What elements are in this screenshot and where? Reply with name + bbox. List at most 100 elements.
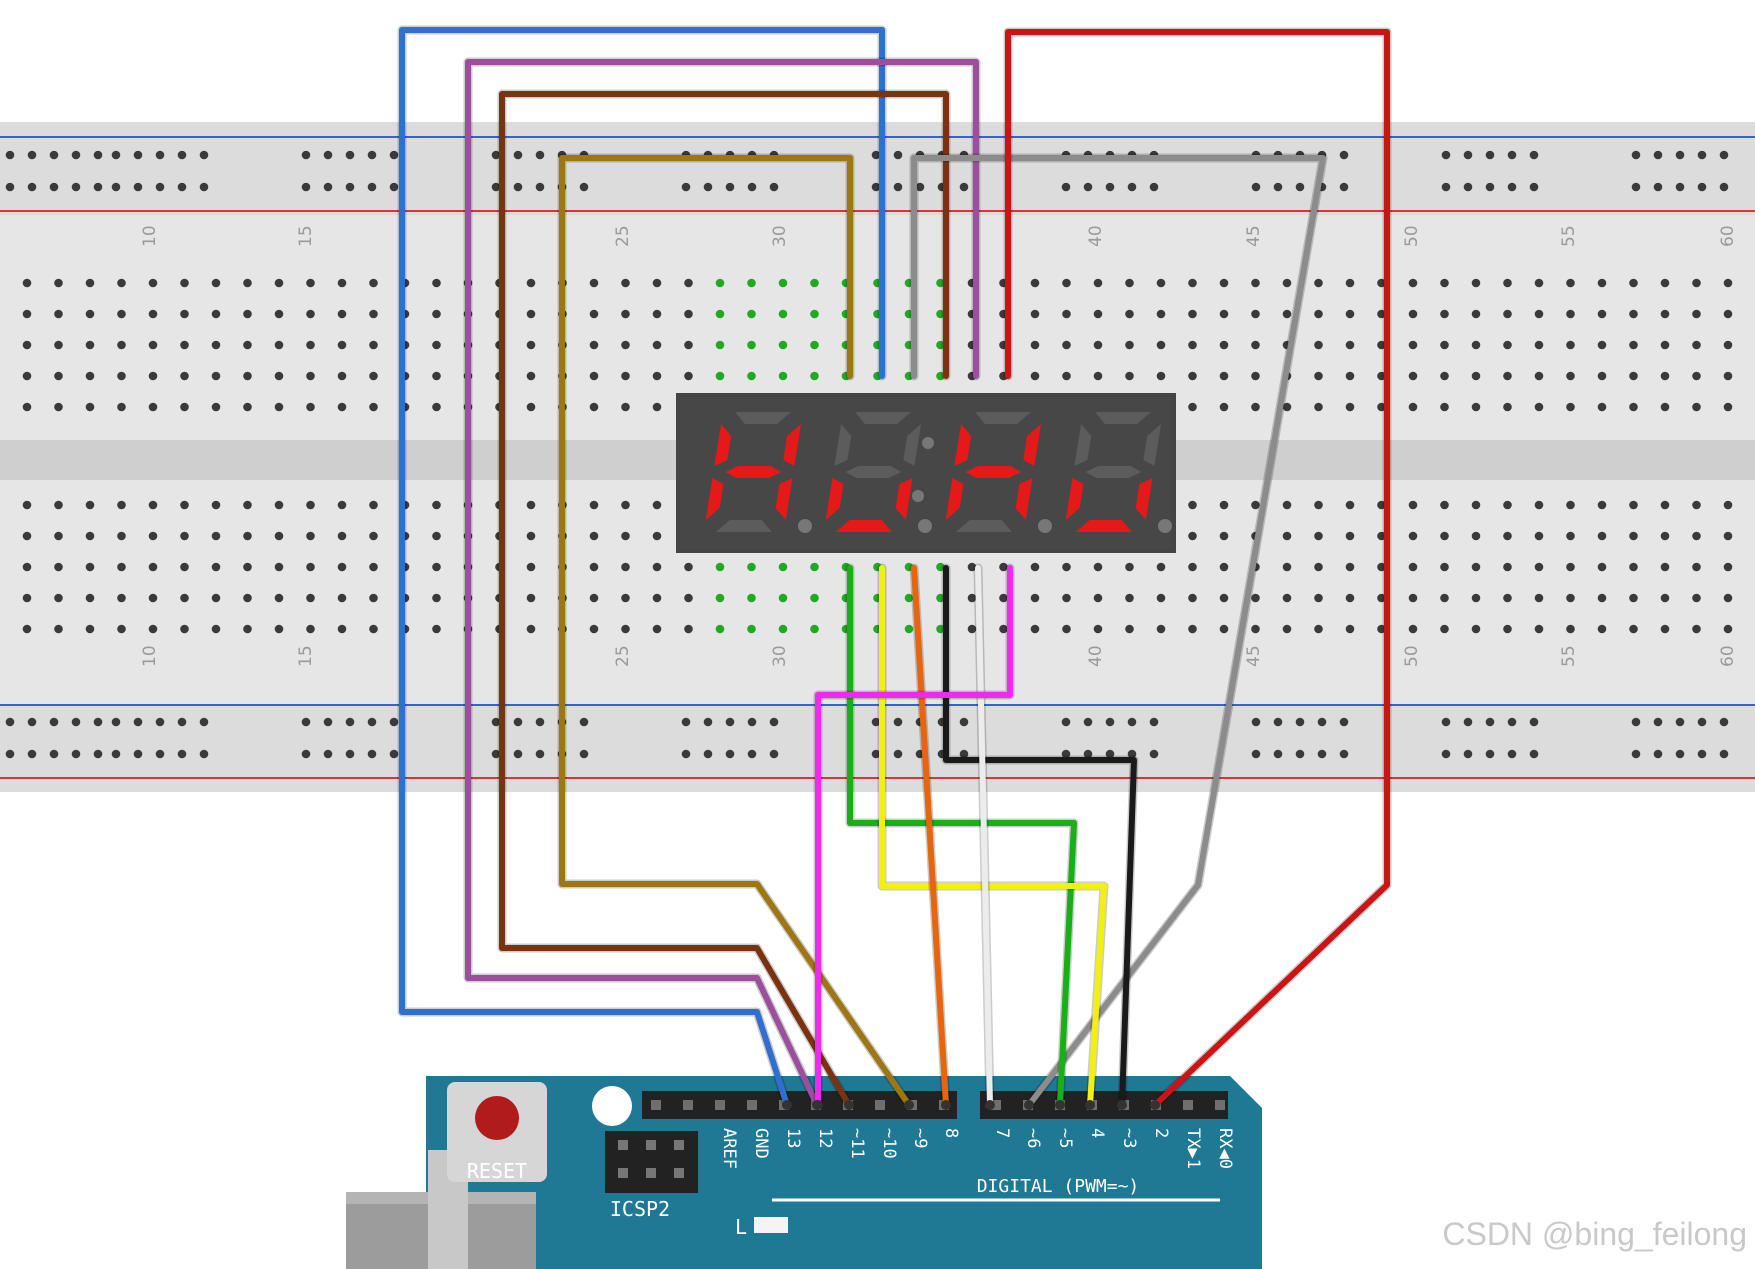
breadboard-hole — [1062, 624, 1071, 634]
breadboard-hole — [148, 278, 158, 288]
breadboard-hole — [274, 624, 284, 634]
breadboard-hole — [1219, 402, 1229, 412]
breadboard-hole — [999, 593, 1008, 603]
breadboard-hole — [1127, 717, 1137, 727]
breadboard-hole — [1251, 309, 1260, 319]
breadboard-hole — [211, 402, 221, 412]
breadboard-hole — [1723, 402, 1733, 412]
segment-a — [855, 412, 911, 424]
breadboard-hole — [1062, 562, 1071, 572]
breadboard-hole — [1597, 624, 1607, 634]
wire-end — [813, 1100, 823, 1110]
breadboard-hole — [715, 371, 725, 381]
breadboard-hole — [1503, 593, 1512, 603]
segment-e — [1065, 478, 1084, 520]
breadboard-hole — [49, 717, 59, 727]
breadboard-hole — [54, 562, 63, 572]
breadboard-hole — [959, 182, 969, 192]
breadboard-hole — [1660, 624, 1670, 634]
breadboard-hole — [513, 717, 523, 727]
breadboard-hole — [369, 624, 378, 634]
breadboard-hole — [589, 278, 599, 288]
segment-f — [714, 424, 732, 466]
breadboard-hole — [306, 562, 315, 572]
breadboard-hole — [85, 562, 95, 572]
breadboard-hole — [1697, 150, 1707, 160]
segment-f — [1074, 424, 1092, 466]
breadboard-hole — [1675, 717, 1685, 727]
breadboard-hole — [1282, 562, 1292, 572]
breadboard-hole — [621, 371, 630, 381]
breadboard-hole — [715, 309, 725, 319]
breadboard-hole — [1282, 593, 1292, 603]
icsp-pin — [646, 1140, 656, 1150]
breadboard-hole — [1440, 593, 1449, 603]
breadboard-hole — [1188, 309, 1197, 319]
breadboard-hole — [1219, 562, 1229, 572]
breadboard-hole — [199, 717, 209, 727]
breadboard-hole — [1125, 562, 1134, 572]
breadboard-hole — [274, 562, 284, 572]
breadboard-hole — [54, 340, 63, 350]
breadboard-hole — [1083, 717, 1093, 727]
breadboard-hole — [1463, 150, 1473, 160]
breadboard-hole — [1030, 309, 1040, 319]
pin-label: RX◀0 — [1215, 1128, 1235, 1169]
breadboard-hole — [769, 717, 779, 727]
breadboard-hole — [1534, 500, 1544, 510]
pin-label: 7 — [992, 1128, 1012, 1138]
breadboard-hole — [1345, 624, 1355, 634]
breadboard-hole — [1219, 278, 1229, 288]
breadboard-hole — [1345, 500, 1355, 510]
breadboard-hole — [1030, 624, 1040, 634]
breadboard-hole — [369, 531, 378, 541]
pin-label: TX▶1 — [1183, 1128, 1203, 1169]
breadboard-hole — [1156, 309, 1166, 319]
breadboard-hole — [1408, 340, 1418, 350]
breadboard-hole — [1503, 371, 1512, 381]
breadboard-hole — [1534, 340, 1544, 350]
breadboard-hole — [117, 562, 126, 572]
breadboard-hole — [1062, 371, 1071, 381]
breadboard-hole — [1597, 402, 1607, 412]
breadboard-hole — [148, 624, 158, 634]
breadboard-hole — [1273, 717, 1283, 727]
breadboard-hole — [681, 182, 691, 192]
breadboard-hole — [1723, 562, 1733, 572]
breadboard-hole — [133, 749, 143, 759]
breadboard-hole — [513, 749, 523, 759]
breadboard-hole — [180, 531, 189, 541]
breadboard-hole — [1030, 593, 1040, 603]
breadboard-hole — [1660, 402, 1670, 412]
segment-a — [735, 412, 791, 424]
breadboard-hole — [1408, 531, 1418, 541]
breadboard-hole — [1273, 182, 1283, 192]
breadboard-hole — [1471, 402, 1481, 412]
breadboard-hole — [652, 309, 662, 319]
column-label: 55 — [1559, 225, 1579, 247]
breadboard-hole — [747, 593, 756, 603]
pin-label: ~10 — [879, 1128, 899, 1159]
column-label: 30 — [770, 645, 790, 667]
breadboard-hole — [180, 371, 189, 381]
breadboard-hole — [1507, 150, 1517, 160]
breadboard-hole — [274, 309, 284, 319]
breadboard-hole — [148, 371, 158, 381]
breadboard-hole — [1440, 624, 1449, 634]
breadboard-hole — [1566, 278, 1575, 288]
breadboard-hole — [1471, 500, 1481, 510]
header-pin — [683, 1100, 693, 1110]
breadboard-hole — [117, 340, 126, 350]
breadboard-hole — [274, 593, 284, 603]
breadboard-hole — [369, 340, 378, 350]
breadboard-hole — [526, 402, 536, 412]
breadboard-hole — [367, 150, 377, 160]
breadboard-hole — [369, 371, 378, 381]
breadboard-hole — [243, 340, 252, 350]
breadboard-hole — [111, 717, 121, 727]
breadboard-hole — [715, 562, 725, 572]
breadboard-hole — [1408, 371, 1418, 381]
breadboard-hole — [1408, 500, 1418, 510]
